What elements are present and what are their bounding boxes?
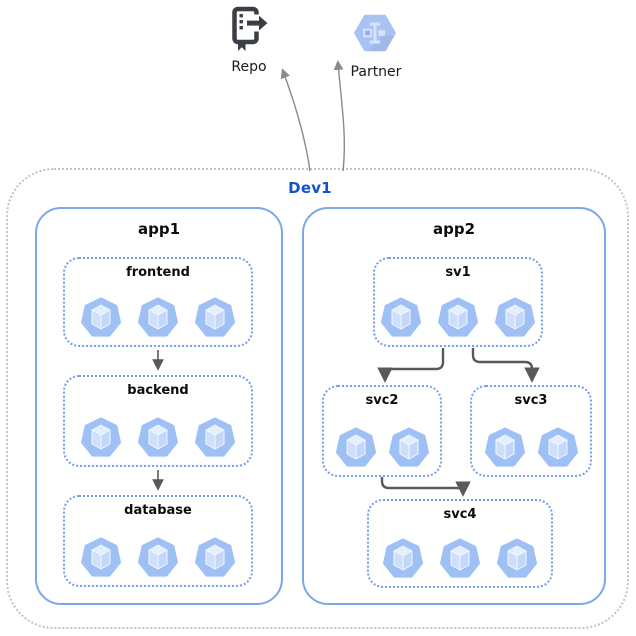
source-repository-icon — [232, 6, 268, 51]
pod-icon — [195, 297, 235, 337]
pod-icon — [138, 537, 178, 577]
pod-icon — [381, 297, 421, 337]
database-label: database — [124, 503, 192, 518]
sv1-label: sv1 — [445, 265, 471, 280]
service-sv1: sv1 — [373, 257, 543, 347]
pod-icon — [438, 297, 478, 337]
pod-icon — [195, 417, 235, 457]
backend-pods — [65, 417, 251, 457]
repo-label: Repo — [231, 59, 267, 75]
svc4-pods — [369, 538, 551, 578]
svc4-label: svc4 — [443, 507, 477, 522]
edge-dev1-repo — [280, 68, 311, 172]
backend-label: backend — [127, 383, 189, 398]
app2-container: app2 — [302, 207, 606, 605]
pod-icon — [138, 417, 178, 457]
service-svc2: svc2 — [322, 385, 442, 477]
app1-label: app1 — [137, 220, 181, 238]
pod-icon — [497, 538, 537, 578]
pod-icon — [138, 297, 178, 337]
service-frontend: frontend — [63, 257, 253, 347]
pod-icon — [81, 537, 121, 577]
partner-label: Partner — [350, 64, 402, 80]
service-database: database — [63, 495, 253, 587]
frontend-label: frontend — [126, 265, 190, 280]
svc3-label: svc3 — [514, 393, 548, 408]
svc2-label: svc2 — [365, 393, 399, 408]
partner-interconnect-icon — [353, 14, 397, 52]
pod-icon — [81, 417, 121, 457]
svc2-pods — [324, 427, 440, 467]
service-svc3: svc3 — [470, 385, 592, 477]
pod-icon — [440, 538, 480, 578]
pod-icon — [484, 427, 525, 467]
pod-icon — [388, 427, 429, 467]
pod-icon — [335, 427, 376, 467]
environment-boundary — [6, 168, 629, 629]
sv1-pods — [375, 297, 541, 337]
environment-label: Dev1 — [288, 179, 332, 197]
pod-icon — [537, 427, 578, 467]
database-pods — [65, 537, 251, 577]
pod-icon — [495, 297, 535, 337]
pod-icon — [81, 297, 121, 337]
app2-label: app2 — [432, 220, 476, 238]
pod-icon — [383, 538, 423, 578]
frontend-pods — [65, 297, 251, 337]
pod-icon — [195, 537, 235, 577]
service-svc4: svc4 — [367, 499, 553, 588]
svc3-pods — [472, 427, 590, 467]
service-backend: backend — [63, 375, 253, 467]
